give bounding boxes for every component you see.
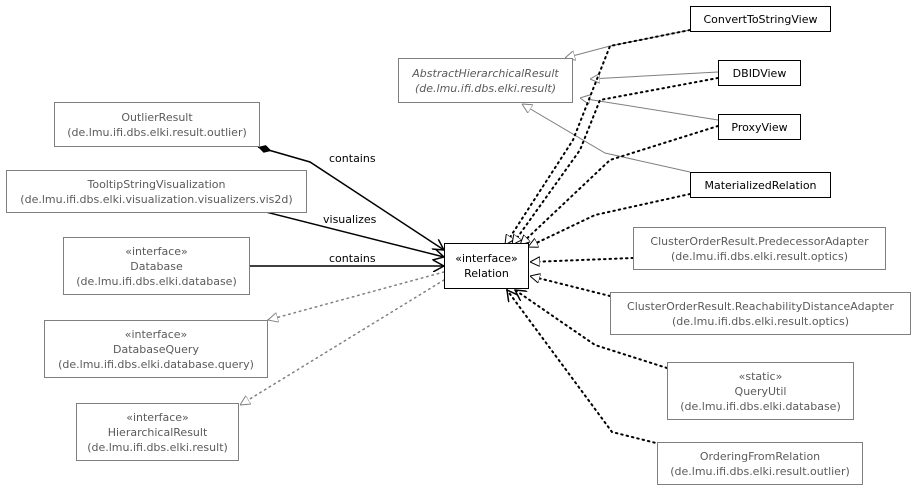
class-materialized-relation[interactable]: MaterializedRelation [690, 172, 831, 198]
edge-ordering-to-relation [506, 290, 661, 445]
class-ordering-from-relation[interactable]: OrderingFromRelation (de.lmu.ifi.dbs.elk… [657, 442, 863, 485]
class-abstract-hierarchical-result[interactable]: AbstractHierarchicalResult (de.lmu.ifi.d… [398, 58, 573, 103]
class-name: QueryUtil [734, 384, 787, 398]
class-name: ClusterOrderResult.PredecessorAdapter [650, 234, 869, 248]
class-stereotype: «static» [738, 369, 783, 383]
class-stereotype: «interface» [126, 410, 189, 424]
class-package: (de.lmu.ifi.dbs.elki.database) [680, 399, 841, 413]
edge-materialized-to-relation [528, 193, 691, 248]
class-package: (de.lmu.ifi.dbs.elki.result) [414, 81, 557, 95]
class-package: (de.lmu.ifi.dbs.elki.result.outlier) [67, 125, 247, 139]
class-name: TooltipStringVisualization [87, 177, 226, 191]
class-name: Database [130, 259, 183, 273]
class-stereotype: «interface» [125, 244, 188, 258]
class-stereotype: «interface» [455, 252, 518, 265]
edge-proxy-to-relation [519, 125, 719, 246]
edge-materialized-to-abstract [522, 104, 691, 173]
class-convert-to-string-view[interactable]: ConvertToStringView [690, 6, 831, 32]
edge-predecessor-to-relation [529, 258, 634, 262]
class-package: (de.lmu.ifi.dbs.elki.result.optics) [671, 249, 848, 263]
class-package: (de.lmu.ifi.dbs.elki.result.outlier) [670, 464, 850, 478]
class-package: (de.lmu.ifi.dbs.elki.result.optics) [672, 314, 849, 328]
edge-proxy-to-abstract [580, 98, 719, 121]
edge-relation-to-databasequery [268, 271, 445, 320]
class-name: DBIDView [732, 66, 787, 80]
edge-label-tooltip-visualizes: visualizes [323, 213, 377, 226]
class-name: Relation [464, 267, 509, 280]
edge-tooltip-visualizes-relation [249, 207, 444, 257]
edge-label-outlier-contains: contains [329, 152, 376, 165]
class-proxy-view[interactable]: ProxyView [718, 114, 801, 140]
class-query-util[interactable]: «static» QueryUtil (de.lmu.ifi.dbs.elki.… [667, 362, 854, 420]
edge-convert-to-abstract [565, 29, 691, 58]
class-name: HierarchicalResult [107, 425, 208, 439]
class-name: DatabaseQuery [113, 342, 199, 356]
edge-convert-to-relation [504, 29, 691, 246]
class-package: (de.lmu.ifi.dbs.elki.visualization.visua… [20, 192, 293, 206]
interface-hierarchical-result[interactable]: «interface» HierarchicalResult (de.lmu.i… [76, 403, 239, 461]
edge-reachability-to-relation [530, 276, 611, 297]
edge-dbid-to-abstract [590, 71, 719, 79]
edge-relation-to-hierarchicalresult [240, 279, 445, 406]
class-name: ClusterOrderResult.ReachabilityDistanceA… [627, 299, 894, 313]
class-outlier-result[interactable]: OutlierResult (de.lmu.ifi.dbs.elki.resul… [54, 102, 260, 147]
interface-database[interactable]: «interface» Database (de.lmu.ifi.dbs.elk… [63, 237, 250, 295]
interface-database-query[interactable]: «interface» DatabaseQuery (de.lmu.ifi.db… [44, 320, 268, 378]
class-name: ConvertToStringView [703, 12, 818, 26]
class-package: (de.lmu.ifi.dbs.elki.database) [76, 274, 237, 288]
class-predecessor-adapter[interactable]: ClusterOrderResult.PredecessorAdapter (d… [633, 227, 886, 270]
class-name: MaterializedRelation [704, 178, 817, 192]
edge-dbid-to-relation [511, 77, 719, 246]
class-package: (de.lmu.ifi.dbs.elki.database.query) [58, 357, 254, 371]
class-name: OutlierResult [121, 110, 193, 124]
class-name: OrderingFromRelation [699, 449, 821, 463]
class-name: ProxyView [731, 120, 788, 134]
class-tooltip-string-visualization[interactable]: TooltipStringVisualization (de.lmu.ifi.d… [6, 170, 307, 213]
class-package: (de.lmu.ifi.dbs.elki.result) [87, 440, 228, 454]
class-dbid-view[interactable]: DBIDView [718, 60, 801, 86]
interface-relation[interactable]: «interface» Relation [444, 243, 529, 289]
class-name: AbstractHierarchicalResult [412, 66, 559, 80]
class-stereotype: «interface» [124, 327, 188, 341]
class-reachability-distance-adapter[interactable]: ClusterOrderResult.ReachabilityDistanceA… [610, 292, 911, 335]
edge-outlier-contains-relation [257, 147, 444, 250]
edge-label-database-contains: contains [329, 252, 376, 265]
